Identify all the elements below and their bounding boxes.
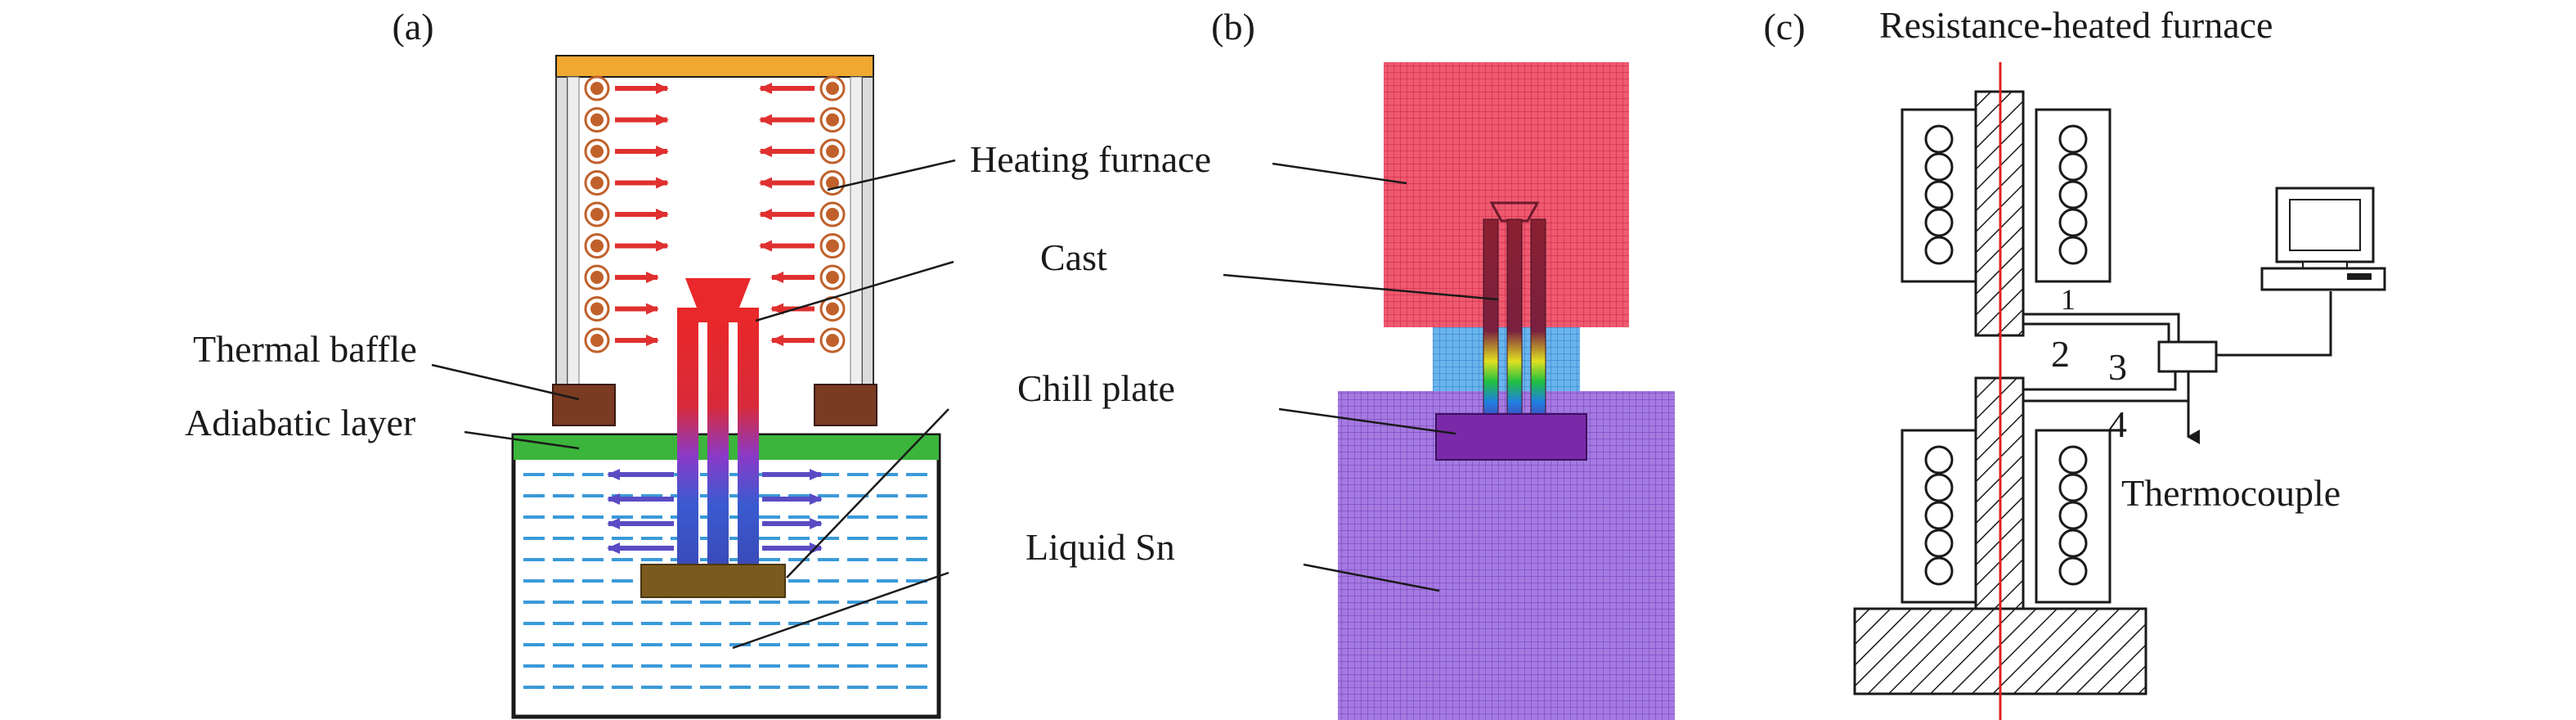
heater-coil-core [826,239,839,253]
heater-coil-core [590,145,604,158]
heater-coil-core [826,176,839,190]
panel-c: (c) Resistance-heated furnace [1763,4,2386,720]
heater-coil-core [826,145,839,158]
heater-coil-core [826,113,839,127]
mesh-furnace [1384,62,1629,327]
coil-circle [2058,124,2088,154]
leader-cast-a [755,260,954,322]
panel-c-title: Resistance-heated furnace [1879,4,2273,46]
heater-coil-core [590,271,604,284]
leader-heating-furnace-b [1272,162,1407,185]
heater-coil-core [590,302,604,316]
label-chill-plate: Chill plate [1017,367,1175,409]
cast-rod-b3 [1530,218,1546,423]
coil-circle [1924,124,1954,154]
label-adiabatic-layer: Adiabatic layer [185,402,415,443]
furnace-right-inner [850,76,863,387]
cast-funnel-b [1489,201,1540,223]
leader-liquid-sn-a [732,571,949,650]
coil-circle [2058,529,2088,558]
furnace-left-inner [567,76,580,387]
heater-coil-core [826,208,839,221]
thermal-baffle-left [552,384,616,426]
coil-circle [2058,473,2088,502]
thermocouple-number-3: 3 [2108,346,2127,388]
chill-plate-a [640,564,786,598]
chill-plate-b [1435,413,1587,461]
heater-coil-core [826,271,839,284]
thermocouple-number-1: 1 [2061,283,2076,316]
heater-coil-core [590,176,604,190]
leader-chill-plate-a [786,408,949,578]
cast-rod-3 [738,321,759,566]
panel-c-letter: (c) [1763,6,1805,47]
heater-coil-core [590,208,604,221]
label-cast: Cast [1040,236,1107,278]
furnace-left-wall [555,76,568,387]
leader-liquid-sn-b [1303,563,1440,592]
leader-chill-plate-b [1278,407,1456,435]
panel-a-letter: (a) [392,6,433,47]
coil-circle [2058,501,2088,530]
furnace-top-cap [555,55,874,78]
heat-flow-arrows [615,83,815,346]
heater-coil-core [826,82,839,95]
coil-circle [2058,236,2088,265]
coil-circle [2058,180,2088,209]
liquid-sn-lines [523,473,929,689]
coil-circle [1924,556,1954,586]
computer-cable [2216,291,2332,357]
thermocouple-number-2: 2 [2051,333,2070,375]
coil-circle [2058,445,2088,475]
leader-thermal-baffle [431,363,580,401]
coil-circle [1924,180,1954,209]
coil-circle [2058,208,2088,237]
label-thermocouple: Thermocouple [2121,472,2340,514]
leader-adiabatic-layer [464,430,580,450]
cast-rod-b2 [1506,218,1523,423]
cast-rod-1 [677,321,698,566]
coil-circle [2058,152,2088,182]
coil-circle [1924,236,1954,265]
cast-sprue [677,308,759,322]
heater-coils [584,75,846,353]
heater-coil-core [590,334,604,347]
upper-heater-coils [1924,124,2088,265]
thermocouple-number-4: 4 [2108,403,2127,445]
thermocouple-junction-box [2157,340,2218,373]
heater-coil-core [590,239,604,253]
heater-coil-core [590,82,604,95]
cast-rod-b1 [1483,218,1499,423]
heater-coil-core [590,113,604,127]
heater-coil-core [826,302,839,316]
cast-funnel [685,278,751,308]
panel-a: (a) Thermal baffle Adiabatic layer [185,6,941,719]
coil-circle [1924,445,1954,475]
panel-b: (b) Heating furnace Cast Chill plate Liq… [732,6,1675,720]
lower-heater-coils [1924,445,2088,586]
label-thermal-baffle: Thermal baffle [193,328,417,370]
coil-circle [2058,556,2088,586]
leader-cast-b [1223,273,1499,301]
label-liquid-sn: Liquid Sn [1025,526,1175,568]
coil-circle [1924,208,1954,237]
coil-circle [1924,501,1954,530]
computer-icon [2260,187,2386,291]
panel-b-letter: (b) [1211,6,1255,47]
mesh-baffle-zone [1433,327,1580,391]
heater-coil-core [826,334,839,347]
label-heating-furnace: Heating furnace [970,138,1211,180]
bath-flow-arrows [607,469,823,554]
coil-circle [1924,152,1954,182]
cast-rod-2 [707,321,729,566]
furnace-right-wall [861,76,874,387]
coil-circle [1924,529,1954,558]
coil-circle [1924,473,1954,502]
thermal-baffle-right [814,384,877,426]
leader-heating-furnace-a [827,159,956,191]
